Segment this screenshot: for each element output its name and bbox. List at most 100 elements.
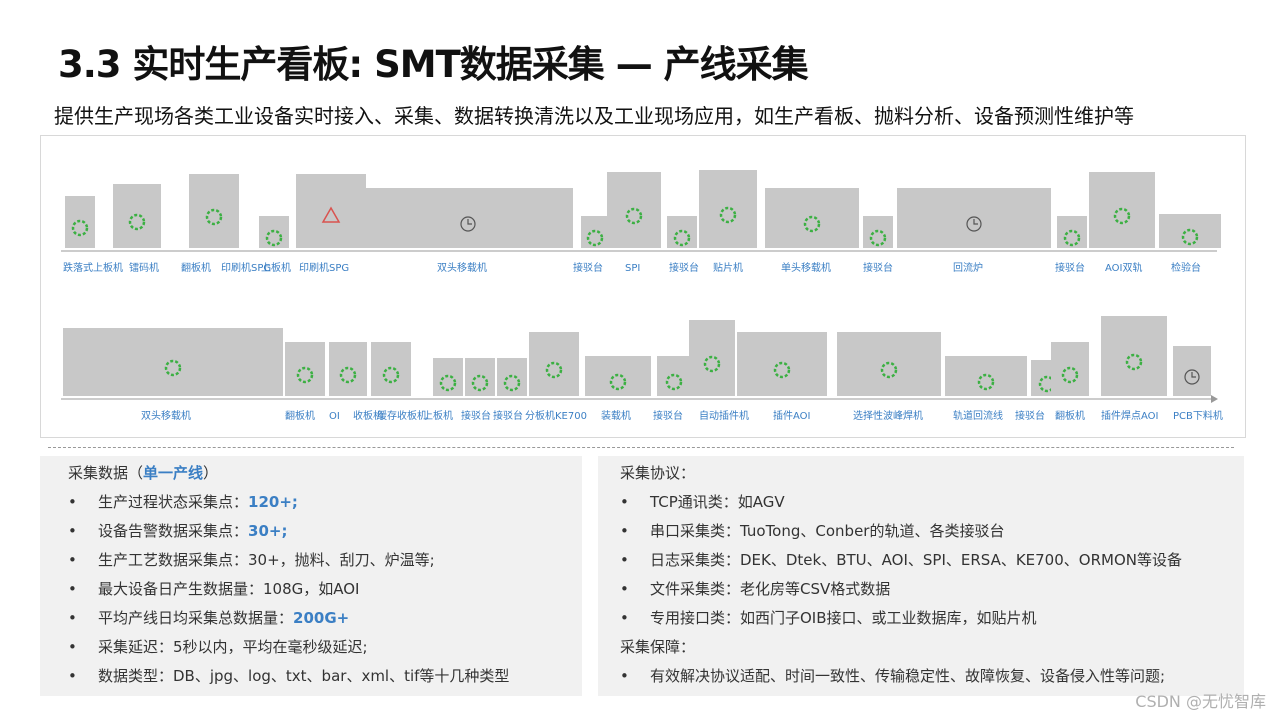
status-indicator-icon xyxy=(1125,353,1143,371)
status-indicator-icon xyxy=(471,374,489,392)
status-indicator-icon xyxy=(1061,366,1079,384)
list-item: •有效解决协议适配、时间一致性、传输稳定性、故障恢复、设备侵入性等问题; xyxy=(620,667,1166,685)
station-label: 接驳台 xyxy=(461,409,491,422)
station-label: 插件AOI xyxy=(773,409,811,422)
machine-shape xyxy=(1173,346,1211,396)
clock-icon xyxy=(460,216,476,232)
page-subtitle: 提供生产现场各类工业设备实时接入、采集、数据转换清洗以及工业现场应用，如生产看板… xyxy=(54,104,1134,128)
station-label: 收板机 xyxy=(397,409,427,422)
station-label: 翻板机 xyxy=(285,409,315,422)
status-indicator-icon xyxy=(382,366,400,384)
clock-hand-icon xyxy=(1191,372,1196,378)
collection-protocol-panel: 采集协议： •TCP通讯类：如AGV •串口采集类：TuoTong、Conber… xyxy=(598,456,1244,696)
section-divider xyxy=(48,447,1234,448)
status-indicator-icon xyxy=(609,373,627,391)
status-indicator-icon xyxy=(803,215,821,233)
station-label: 上板机 xyxy=(261,261,291,274)
list-item: •日志采集类：DEK、Dtek、BTU、AOI、SPI、ERSA、KE700、O… xyxy=(620,551,1182,569)
clock-hand-icon xyxy=(973,219,978,225)
status-indicator-icon xyxy=(439,374,457,392)
station-label: 贴片机 xyxy=(713,261,743,274)
station-label: 接驳台 xyxy=(573,261,603,274)
status-indicator-icon xyxy=(719,206,737,224)
status-indicator-icon xyxy=(265,229,283,247)
station-label: 接驳台 xyxy=(669,261,699,274)
status-indicator-icon xyxy=(545,361,563,379)
list-item: •文件采集类：老化房等CSV格式数据 xyxy=(620,580,891,598)
machine-shape xyxy=(363,188,573,248)
station-label: 插件焊点AOI xyxy=(1101,409,1159,422)
station-label: PCB下料机 xyxy=(1173,409,1223,422)
guarantee-title: 采集保障： xyxy=(620,638,696,656)
list-item: •生产过程状态采集点：120+; xyxy=(68,493,298,511)
status-indicator-icon xyxy=(339,366,357,384)
station-label: 跌落式上板机 xyxy=(63,261,123,274)
status-indicator-icon xyxy=(503,374,521,392)
list-item: •生产工艺数据采集点：30+，抛料、刮刀、炉温等; xyxy=(68,551,435,569)
status-indicator-icon xyxy=(164,359,182,377)
station-label: 缓存 xyxy=(377,409,397,422)
collection-data-title: 采集数据（单一产线） xyxy=(68,464,219,482)
station-label: 接驳台 xyxy=(863,261,893,274)
station-label: 印刷机SPG xyxy=(299,261,349,274)
status-indicator-icon xyxy=(773,361,791,379)
protocol-title: 采集协议： xyxy=(620,464,696,482)
station-label: OI xyxy=(329,411,340,422)
clock-icon xyxy=(966,216,982,232)
status-indicator-icon xyxy=(880,361,898,379)
station-label: 装载机 xyxy=(601,409,631,422)
list-item: •数据类型：DB、jpg、log、txt、bar、xml、tif等十几种类型 xyxy=(68,667,510,685)
arrow-icon xyxy=(1211,395,1218,403)
station-label: 轨道回流线 xyxy=(953,409,1003,422)
status-indicator-icon xyxy=(665,373,683,391)
list-item: •采集延迟：5秒以内，平均在毫秒级延迟; xyxy=(68,638,368,656)
status-indicator-icon xyxy=(296,366,314,384)
list-item: •TCP通讯类：如AGV xyxy=(620,493,785,511)
station-label: 上板机 xyxy=(423,409,453,422)
list-item: •串口采集类：TuoTong、Conber的轨道、各类接驳台 xyxy=(620,522,1005,540)
clock-icon xyxy=(1184,369,1200,385)
station-label: 双头移载机 xyxy=(437,261,487,274)
status-indicator-icon xyxy=(1063,229,1081,247)
status-indicator-icon xyxy=(128,213,146,231)
station-label: 收板机 xyxy=(353,409,383,422)
collection-data-panel: 采集数据（单一产线） •生产过程状态采集点：120+; •设备告警数据采集点：3… xyxy=(40,456,582,696)
station-label: 检验台 xyxy=(1171,261,1201,274)
status-indicator-icon xyxy=(869,229,887,247)
station-label: AOI双轨 xyxy=(1105,261,1143,274)
station-label: KE700 xyxy=(555,411,587,422)
station-label: 回流炉 xyxy=(953,261,983,274)
station-label: 分板机 xyxy=(525,409,555,422)
station-label: 印刷机SPG xyxy=(221,261,271,274)
station-label: 接驳台 xyxy=(1055,261,1085,274)
station-label: 接驳台 xyxy=(493,409,523,422)
station-label: 单头移载机 xyxy=(781,261,831,274)
list-item: •设备告警数据采集点：30+; xyxy=(68,522,288,540)
page-title: 3.3 实时生产看板: SMT数据采集 — 产线采集 xyxy=(58,43,809,86)
station-label: 接驳台 xyxy=(653,409,683,422)
machine-shape xyxy=(897,188,1051,248)
status-indicator-icon xyxy=(71,219,89,237)
status-indicator-icon xyxy=(205,208,223,226)
status-indicator-icon xyxy=(586,229,604,247)
list-item: •平均产线日均采集总数据量：200G+ xyxy=(68,609,350,627)
station-label: 镭码机 xyxy=(129,261,159,274)
watermark: CSDN @无忧智库 xyxy=(1135,692,1266,711)
station-label: 接驳台 xyxy=(1015,409,1045,422)
station-label: 双头移载机 xyxy=(141,409,191,422)
station-label: 翻板机 xyxy=(181,261,211,274)
status-indicator-icon xyxy=(1181,228,1199,246)
list-item: •最大设备日产生数据量：108G，如AOI xyxy=(68,580,360,598)
list-item: •专用接口类：如西门子OIB接口、或工业数据库，如贴片机 xyxy=(620,609,1037,627)
status-indicator-icon xyxy=(703,355,721,373)
station-label: 自动插件机 xyxy=(699,409,749,422)
station-label: 翻板机 xyxy=(1055,409,1085,422)
clock-hand-icon xyxy=(467,219,472,225)
status-indicator-icon xyxy=(1113,207,1131,225)
machine-shape xyxy=(296,174,366,248)
station-label: SPI xyxy=(625,263,640,274)
status-indicator-icon xyxy=(977,373,995,391)
warning-icon xyxy=(321,206,341,223)
